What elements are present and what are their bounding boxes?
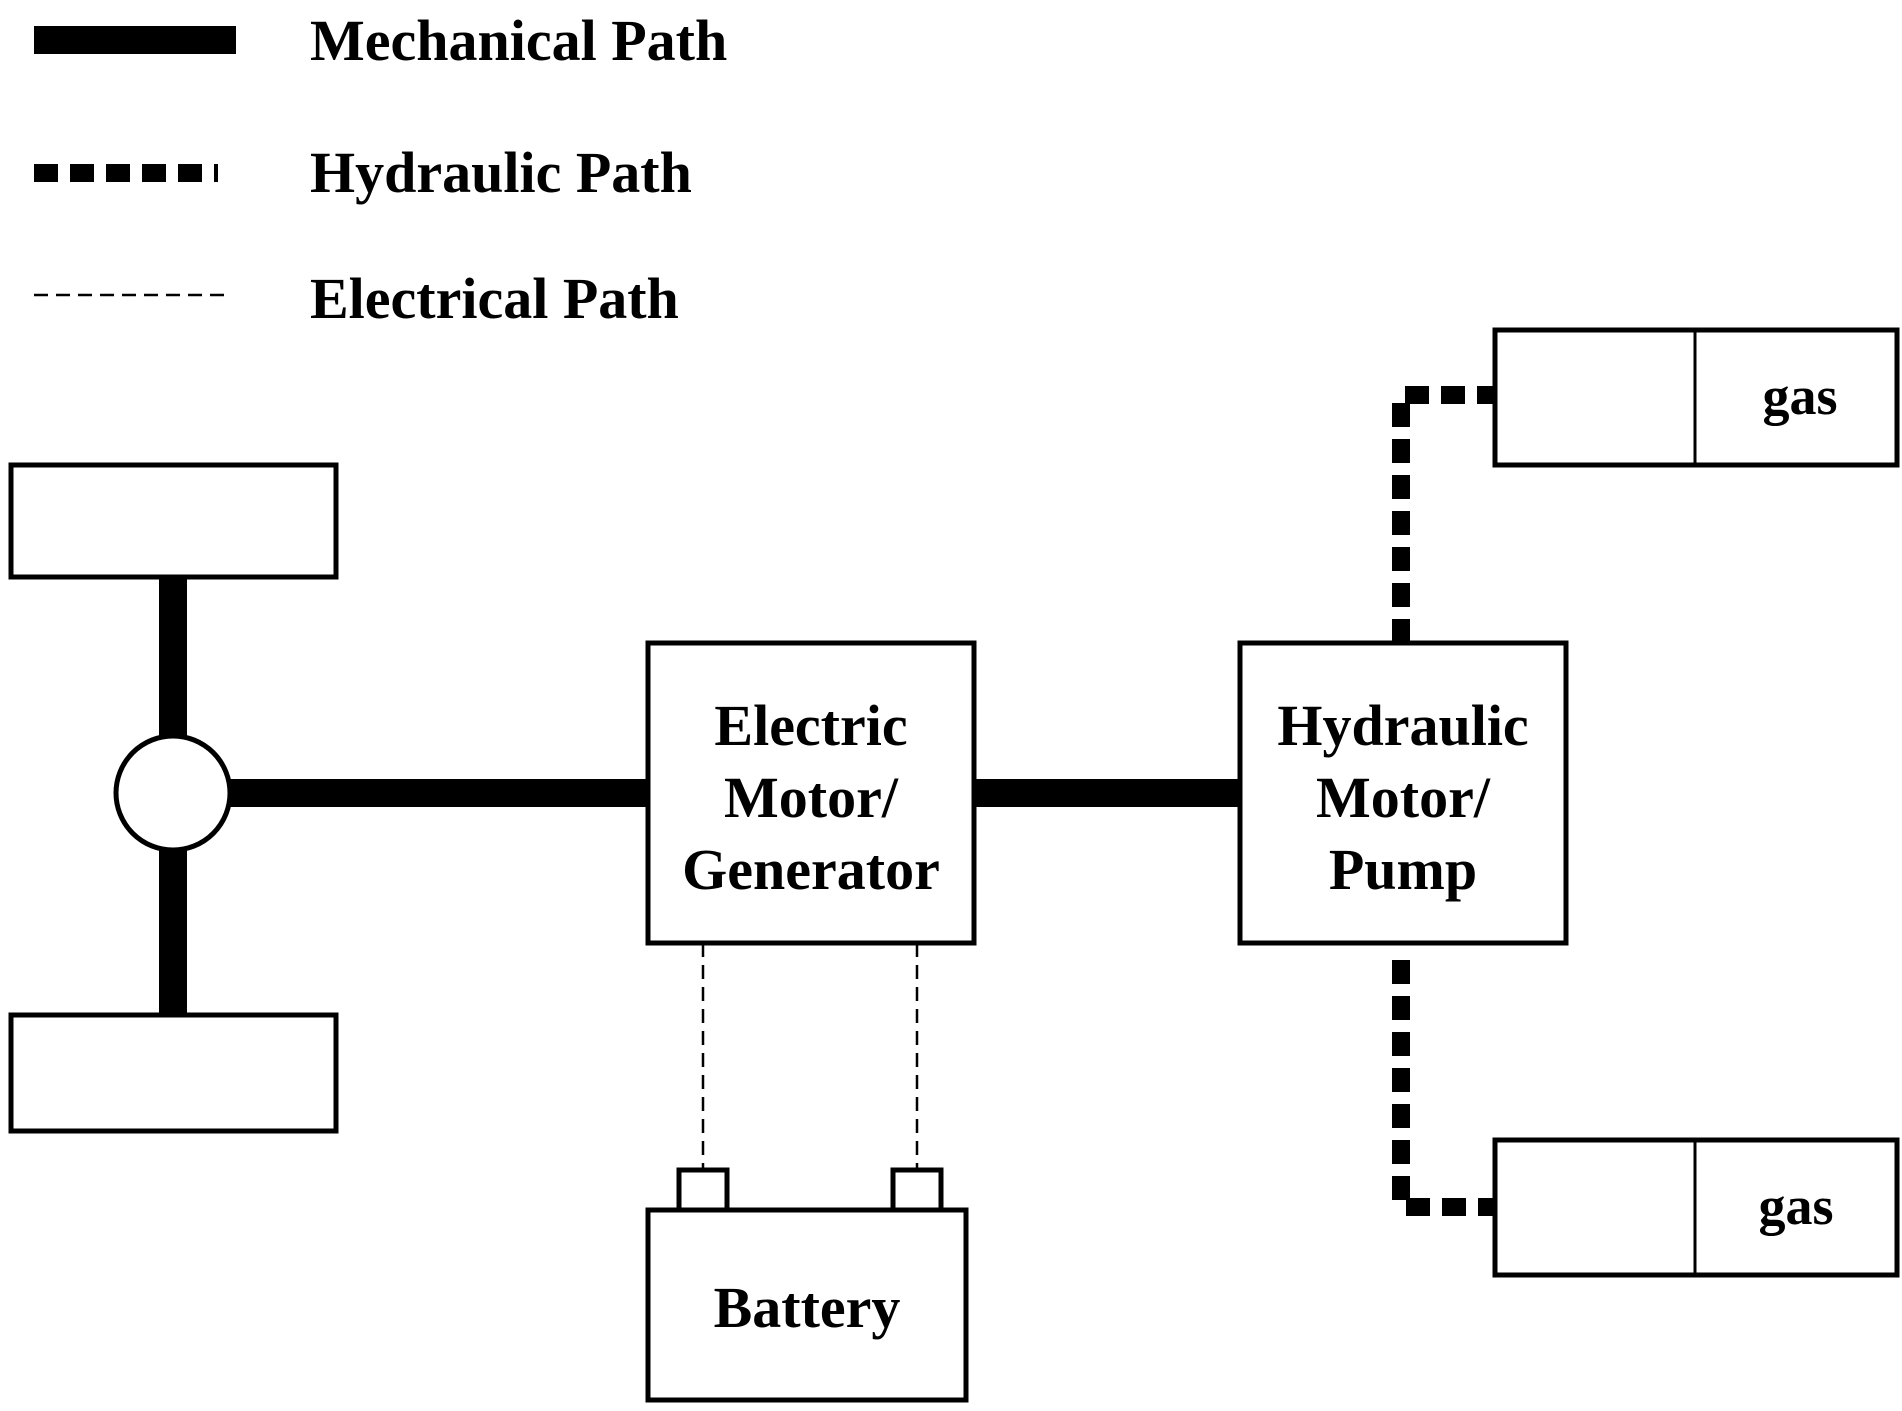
hydraulic-paths xyxy=(1392,386,1495,1216)
accumulator-bottom-gas-label: gas xyxy=(1758,1176,1833,1236)
electric-motor-label-line3: Generator xyxy=(682,837,940,902)
accumulator-top: gas xyxy=(1492,327,1900,468)
hydraulic-line-top xyxy=(1392,386,1495,643)
legend-electrical-label: Electrical Path xyxy=(310,266,679,331)
wheel-bottom xyxy=(8,1012,339,1134)
electrical-paths xyxy=(701,943,919,1170)
hydraulic-motor-pump: Hydraulic Motor/ Pump xyxy=(1237,640,1569,946)
legend-hydraulic-label: Hydraulic Path xyxy=(310,140,692,205)
battery-body xyxy=(645,1207,969,1403)
hydraulic-line-bottom xyxy=(1392,960,1495,1216)
electric-motor-label-line1: Electric xyxy=(714,693,907,758)
accumulator-bottom: gas xyxy=(1492,1137,1900,1278)
battery-terminal-left xyxy=(676,1167,730,1213)
hydraulic-motor-label-line1: Hydraulic xyxy=(1277,693,1528,758)
hydraulic-motor-label-line3: Pump xyxy=(1329,837,1477,902)
battery-terminal-right xyxy=(890,1167,944,1213)
hydraulic-motor-label-line2: Motor/ xyxy=(1316,765,1491,830)
battery-label: Battery xyxy=(714,1275,901,1340)
legend-mechanical-label: Mechanical Path xyxy=(310,8,727,73)
accumulator-top-gas-label: gas xyxy=(1762,366,1837,426)
electric-motor-label-line2: Motor/ xyxy=(724,765,899,830)
electric-motor-generator: Electric Motor/ Generator xyxy=(645,640,977,946)
battery: Battery xyxy=(645,1167,969,1403)
wheel-top xyxy=(8,462,339,580)
differential xyxy=(113,733,233,853)
legend: Mechanical Path Hydraulic Path Electrica… xyxy=(34,8,727,331)
